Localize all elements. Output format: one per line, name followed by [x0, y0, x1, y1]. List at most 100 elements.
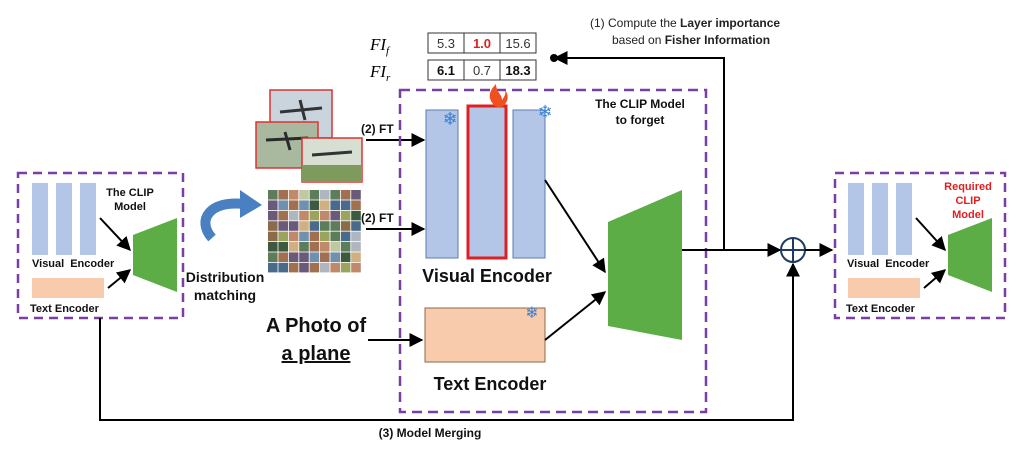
model-merging-arrow [99, 262, 800, 421]
right-model-title-2: CLIP [955, 195, 980, 207]
feedback-dot [550, 54, 558, 62]
mosaic-tile [309, 252, 320, 262]
mosaic-tile [351, 210, 361, 221]
mosaic-tile [320, 262, 330, 273]
right-model-frame [833, 171, 1007, 320]
plane-silhouette-3 [311, 150, 353, 157]
mosaic-tile [340, 190, 351, 200]
text-prompt: A Photo of a plane [266, 315, 424, 365]
right-projection-head [948, 218, 992, 292]
text-encoder-block [424, 307, 546, 363]
mosaic-tile [278, 262, 288, 273]
mosaic-tile [309, 262, 320, 273]
mosaic-tile [299, 200, 309, 210]
center-projection-head [608, 190, 682, 340]
distribution-matching: Distribution matching [186, 190, 265, 303]
mosaic-tile [299, 190, 309, 200]
mosaic-tile [330, 231, 340, 242]
mosaic-tile [340, 200, 351, 210]
left-projection-head [133, 218, 177, 292]
visual-encoder-label: Visual Encoder [422, 266, 552, 286]
mosaic-tile [351, 190, 361, 200]
mosaic-tile [320, 221, 330, 231]
encoder-layer-1 [425, 109, 459, 259]
right-visual-to-head-arrow [915, 217, 946, 252]
image-mosaic [268, 190, 361, 273]
mosaic-tile [288, 242, 299, 252]
fi-r-cell-2: 0.7 [473, 63, 491, 78]
mosaic-tile [299, 210, 309, 221]
mosaic-tile [320, 210, 330, 221]
plane-image-3-ground [302, 165, 362, 182]
mosaic-tile [278, 210, 288, 221]
mosaic-tile [309, 231, 320, 242]
mosaic-tile [320, 200, 330, 210]
right-text-encoder-block [848, 278, 920, 298]
fi-r-cell-3: 18.3 [505, 63, 530, 78]
left-visual-to-head-arrow [99, 217, 131, 252]
mosaic-tile [309, 200, 320, 210]
distribution-curve-arrow [200, 198, 245, 242]
center-model-title-2: to forget [616, 113, 665, 127]
mosaic-tile [288, 231, 299, 242]
mosaic-tile [288, 262, 299, 273]
mosaic-tile [340, 262, 351, 273]
distribution-arrow-head [240, 190, 262, 218]
left-model-title-2: Model [114, 201, 146, 213]
prompt-line1: A Photo of [266, 315, 367, 337]
mosaic-tile [351, 231, 361, 242]
plane-images [255, 89, 363, 183]
mosaic-tile [278, 221, 288, 231]
step1-line1: (1) Compute the Layer importance [590, 16, 780, 30]
mosaic-tile [278, 242, 288, 252]
mosaic-tile [288, 190, 299, 200]
right-model-title-3: Model [952, 209, 984, 221]
mosaic-tile [268, 200, 278, 210]
mosaic-tile [309, 210, 320, 221]
mosaic-tile [330, 200, 340, 210]
left-visual-bar-1 [32, 183, 48, 255]
left-model-title-1: The CLIP [106, 187, 154, 199]
mosaic-tile [299, 252, 309, 262]
mosaic-tile [288, 221, 299, 231]
mosaic-tile [278, 200, 288, 210]
mosaic-tile [278, 252, 288, 262]
step1-annotation: (1) Compute the Layer importance based o… [590, 16, 780, 47]
mosaic-tile [299, 242, 309, 252]
center-model-title-1: The CLIP Model [595, 97, 685, 111]
mosaic-tile [268, 231, 278, 242]
mosaic-tile [268, 221, 278, 231]
text-to-head-arrow [544, 291, 607, 341]
snowflake-icon: ❄ [537, 102, 552, 122]
mosaic-tile [340, 221, 351, 231]
center-clip-model: The CLIP Model to forget ❄ ❄ Visual Enco… [398, 84, 708, 414]
left-text-to-head-arrow [107, 269, 132, 289]
mosaic-tile [351, 262, 361, 273]
right-text-encoder-label: Text Encoder [846, 303, 916, 315]
fi-f-cell-1: 5.3 [437, 36, 455, 51]
mosaic-tile [268, 252, 278, 262]
left-visual-bar-3 [80, 183, 96, 255]
mosaic-tile [268, 210, 278, 221]
distribution-label-2: matching [194, 287, 256, 303]
fisher-information-table: FIf FIr 5.3 1.0 15.6 6.1 0.7 18.3 [369, 32, 537, 84]
flame-icon [489, 84, 508, 108]
right-text-to-head-arrow [923, 269, 947, 289]
mosaic-tile [278, 231, 288, 242]
mosaic-tile [288, 252, 299, 262]
encoder-layer-2-forget [466, 104, 508, 260]
mosaic-tile [309, 221, 320, 231]
plane-silhouette-1 [279, 99, 323, 121]
mosaic-tile [288, 200, 299, 210]
ft-label-bottom: (2) FT [361, 211, 394, 225]
plane-silhouette-2 [265, 131, 309, 151]
encoder-layer-3 [512, 109, 546, 259]
mosaic-tile [278, 190, 288, 200]
mosaic-tile [320, 252, 330, 262]
fi-f-label: FIf [369, 35, 391, 57]
step1-line2: based on Fisher Information [612, 33, 770, 47]
distribution-label-1: Distribution [186, 269, 265, 285]
